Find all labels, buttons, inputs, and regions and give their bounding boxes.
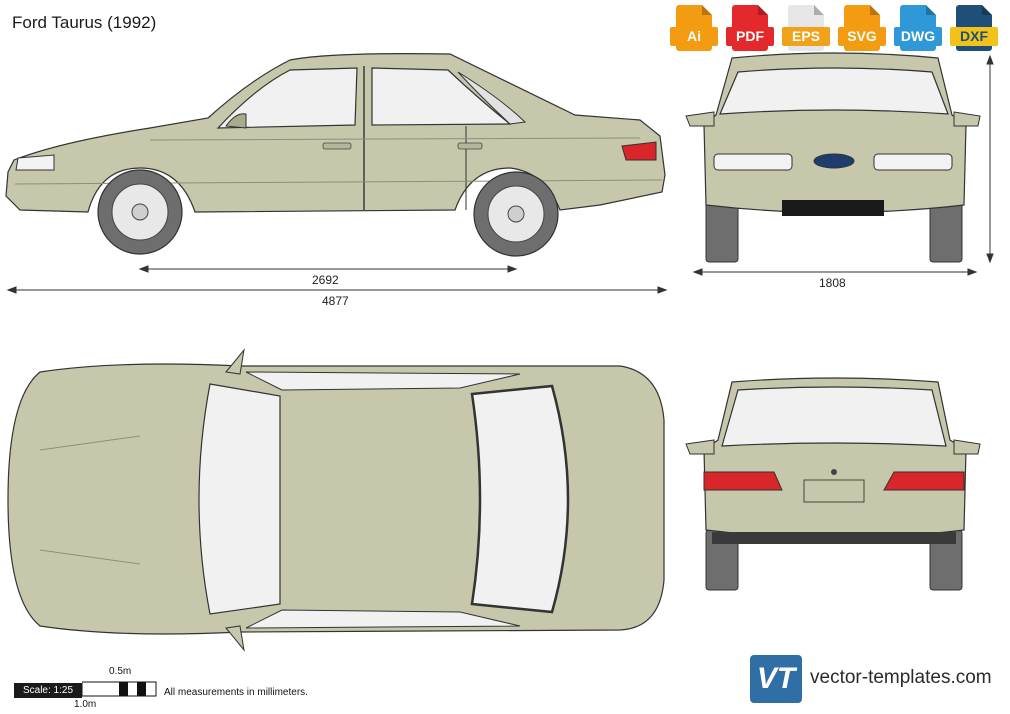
wheelbase-arrow-left [138,265,149,273]
front-tire-right [929,199,963,263]
badge-label: PDF [726,27,774,46]
front-tire-left [705,199,739,263]
front-headlamp-right [873,153,953,171]
side-door-handle-front [322,142,352,150]
length-arrow-left [6,286,17,294]
side-body [5,53,666,213]
rear-taillamp-right [883,471,965,491]
badge-fold [758,5,768,15]
front-mirror-left [685,111,715,127]
scale-half-label: 0.5m [109,666,132,677]
badge-label: DWG [894,27,942,46]
side-wheel-rear-hub [507,205,525,223]
width-arrow-right [967,268,978,276]
rear-view [685,377,981,591]
ai-file-icon[interactable]: Ai [670,5,718,51]
badge-label: EPS [782,27,830,46]
page-title: Ford Taurus (1992) [12,13,157,32]
badge-label: Ai [670,27,718,46]
front-headlamp-left [713,153,793,171]
height-arrow-top [986,54,994,65]
wheelbase-label: 2692 [312,273,339,287]
width-arrow-left [692,268,703,276]
format-badges: Ai PDF EPS SVG DWG DXF [670,5,1006,53]
side-belt-line [149,137,641,141]
front-windshield [719,67,949,115]
side-dimensions [6,265,668,294]
side-taillamp [621,141,657,161]
badge-label: DXF [950,27,998,46]
dwg-file-icon[interactable]: DWG [894,5,942,51]
rear-window [721,386,947,447]
brand-logo-text[interactable]: vector-templates.com [810,667,992,688]
width-label: 1808 [819,276,846,290]
top-rear-window [470,384,570,614]
scale-bar-seg-2 [137,682,146,696]
wheelbase-arrow-right [507,265,518,273]
badge-fold [926,5,936,15]
badge-fold [870,5,880,15]
rear-keyhole [831,469,837,475]
measurement-note: All measurements in millimeters. [164,687,308,698]
scale-bar [82,681,157,697]
badge-label: SVG [838,27,886,46]
top-side-glass-left [245,371,521,391]
side-headlamp [15,154,55,171]
badge-fold [702,5,712,15]
top-side-glass-right [245,609,521,629]
eps-file-icon[interactable]: EPS [782,5,830,51]
rear-mirror-right [953,439,981,455]
rear-plate-area [803,479,865,503]
side-wheel-front-hub [131,203,149,221]
scale-full-label: 1.0m [74,699,97,710]
rear-mirror-left [685,439,715,455]
pdf-file-icon[interactable]: PDF [726,5,774,51]
top-windshield [198,383,281,615]
top-mirror-left [225,348,245,375]
front-view [685,52,981,263]
height-arrow-bottom [986,253,994,264]
badge-fold [982,5,992,15]
dxf-file-icon[interactable]: DXF [950,5,998,51]
front-oval-emblem [813,153,855,169]
side-window-front [216,67,358,129]
side-mirror [225,113,247,129]
rear-taillamp-left [703,471,783,491]
top-mirror-right [225,625,245,652]
scale-label: Scale: 1:25 [14,683,82,698]
rear-bumper [712,532,956,544]
svg-file-icon[interactable]: SVG [838,5,886,51]
side-window-quarter [457,71,527,125]
front-mirror-right [953,111,981,127]
top-hood-crease-2 [39,549,141,565]
top-view [7,348,665,652]
top-hood-crease-1 [39,435,141,451]
length-label: 4877 [322,294,349,308]
badge-fold [814,5,824,15]
side-view [5,53,666,257]
side-door-handle-rear [457,142,483,150]
front-dimensions [692,54,994,276]
front-plate [782,200,884,216]
brand-logo-mark: VT [750,655,802,703]
length-arrow-right [657,286,668,294]
scale-bar-seg-1 [119,682,128,696]
